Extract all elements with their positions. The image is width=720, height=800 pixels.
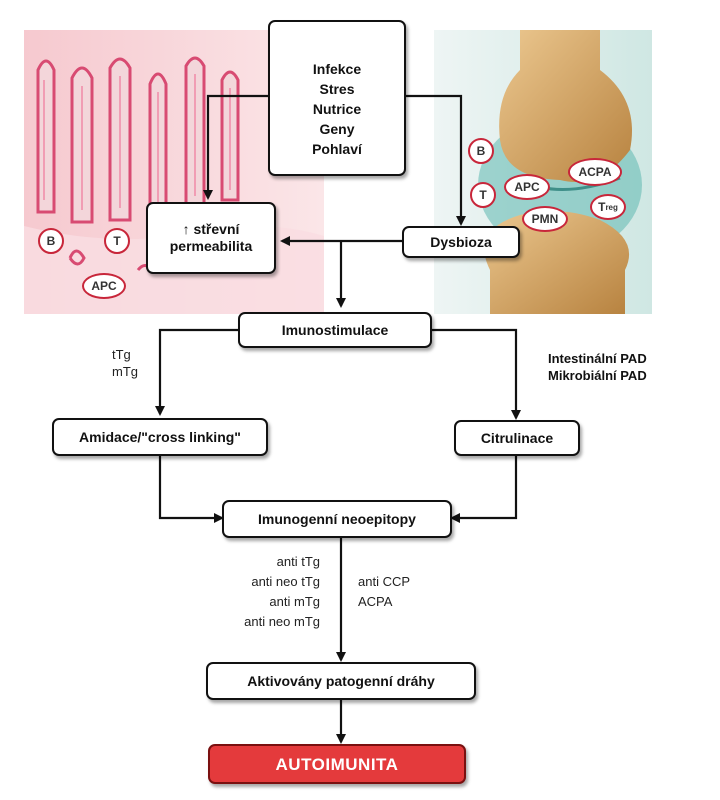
joint-b-cell: B <box>468 138 494 164</box>
right-antibodies-label: anti CCP ACPA <box>358 574 411 609</box>
amidation-box: Amidace/"cross linking" <box>52 418 268 456</box>
neoepitopes-box: Imunogenní neoepitopy <box>222 500 452 538</box>
left-enzymes-label: tTg mTg <box>112 347 138 379</box>
factor-item: Stres <box>319 81 355 97</box>
joint-apc-cell: APC <box>504 174 550 200</box>
joint-pmn-cell: PMN <box>522 206 568 232</box>
immunostimulation-box: Imunostimulace <box>238 312 432 348</box>
factor-item: Pohlaví <box>312 141 362 157</box>
factor-item: Nutrice <box>312 101 362 117</box>
left-antibodies-label: anti tTg anti neo tTg anti mTg anti neo … <box>244 554 320 629</box>
factor-item: Geny <box>319 121 355 137</box>
right-enzymes-label: Intestinální PAD Mikrobiální PAD <box>548 351 647 383</box>
dysbiosis-box: Dysbioza <box>402 226 520 258</box>
factor-item: Infekce <box>312 61 362 77</box>
joint-acpa-cell: ACPA <box>568 158 622 186</box>
citrullination-box: Citrulinace <box>454 420 580 456</box>
joint-illustration <box>434 30 652 314</box>
autoimmunity-box: AUTOIMUNITA <box>208 744 466 784</box>
permeability-box: ↑ střevní permeabilita <box>146 202 276 274</box>
gut-t-cell: T <box>104 228 130 254</box>
pathways-box: Aktivovány patogenní dráhy <box>206 662 476 700</box>
gut-apc-cell: APC <box>82 273 126 299</box>
connector-lines <box>155 94 521 744</box>
risk-factors-box: Infekce Stres Nutrice Geny Pohlaví <box>268 20 406 176</box>
joint-t-cell: T <box>470 182 496 208</box>
gut-b-cell: B <box>38 228 64 254</box>
